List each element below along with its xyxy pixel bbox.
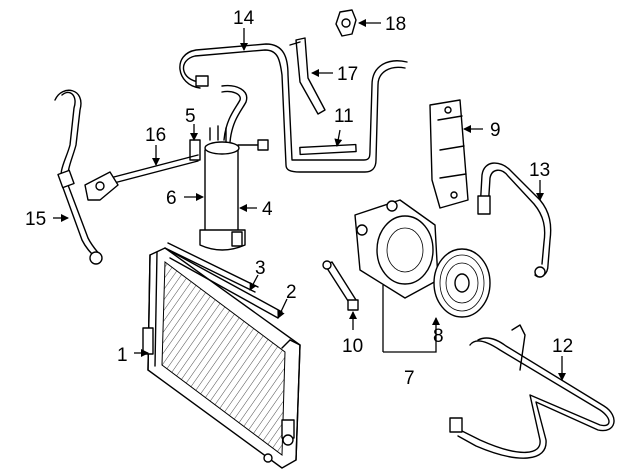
callout-2: 2 (286, 282, 297, 303)
leader-3 (249, 274, 259, 291)
callout-6: 6 (166, 188, 177, 209)
callout-13: 13 (529, 160, 550, 181)
tension-rod (322, 260, 359, 311)
discharge-hose (179, 43, 408, 173)
callout-7: 7 (404, 368, 415, 389)
suction-hose-right (477, 162, 552, 278)
callout-12: 12 (552, 336, 573, 357)
callout-11: 11 (334, 106, 354, 127)
suction-hose-left (54, 89, 103, 265)
seal-strip-upper (164, 242, 259, 293)
leader-2 (277, 298, 288, 319)
leader-lines (53, 19, 566, 381)
hose-clip (335, 9, 357, 37)
callout-1: 1 (117, 345, 128, 366)
receiver-drier (199, 125, 269, 251)
seal-strip-lower (169, 251, 283, 319)
mounting-bracket (289, 37, 326, 115)
compressor-clutch (433, 248, 491, 318)
callout-17: 17 (337, 64, 358, 85)
callout-labels: 1 2 3 4 5 6 7 8 9 10 11 12 13 14 15 16 1… (25, 8, 573, 389)
callout-9: 9 (490, 120, 501, 141)
liquid-line (449, 324, 615, 459)
hose-segment (299, 143, 357, 156)
compressor (354, 199, 439, 299)
compressor-bracket (429, 99, 469, 209)
callout-16: 16 (145, 125, 166, 146)
leader-7-8 (382, 285, 436, 353)
callout-5: 5 (185, 106, 196, 127)
callout-15: 15 (25, 209, 46, 230)
drier-outlet-line (221, 84, 248, 143)
callout-8: 8 (433, 326, 444, 347)
callout-14: 14 (233, 8, 255, 29)
pressure-line (84, 154, 199, 201)
callout-3: 3 (255, 258, 266, 279)
callout-4: 4 (262, 199, 273, 220)
callout-10: 10 (342, 336, 363, 357)
condenser (142, 247, 301, 469)
callout-18: 18 (385, 14, 406, 35)
leader-11 (334, 129, 343, 147)
